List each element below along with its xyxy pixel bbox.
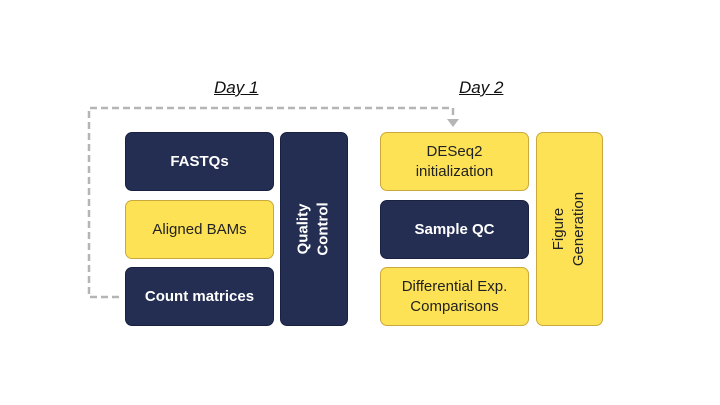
aligned-bams-box: Aligned BAMs: [125, 200, 274, 259]
figure-generation-box: Figure Generation: [536, 132, 603, 326]
day1-heading: Day 1: [214, 78, 259, 97]
diff-exp-box: Differential Exp. Comparisons: [380, 267, 529, 326]
deseq2-box: DESeq2 initialization: [380, 132, 529, 191]
fastqs-box: FASTQs: [125, 132, 274, 191]
aligned-bams-label: Aligned BAMs: [152, 220, 247, 238]
quality-control-label: Quality Control: [294, 202, 332, 256]
figure-generation-label: Figure Generation: [550, 191, 588, 267]
count-matrices-box: Count matrices: [125, 267, 274, 326]
sample-qc-label: Sample QC: [414, 220, 495, 238]
sample-qc-box: Sample QC: [380, 200, 529, 259]
day2-heading: Day 2: [459, 78, 504, 97]
deseq2-label: DESeq2 initialization: [415, 142, 494, 180]
quality-control-box: Quality Control: [280, 132, 348, 326]
fastqs-label: FASTQs: [170, 152, 229, 170]
diff-exp-label: Differential Exp. Comparisons: [401, 277, 508, 315]
count-matrices-label: Count matrices: [144, 287, 255, 305]
